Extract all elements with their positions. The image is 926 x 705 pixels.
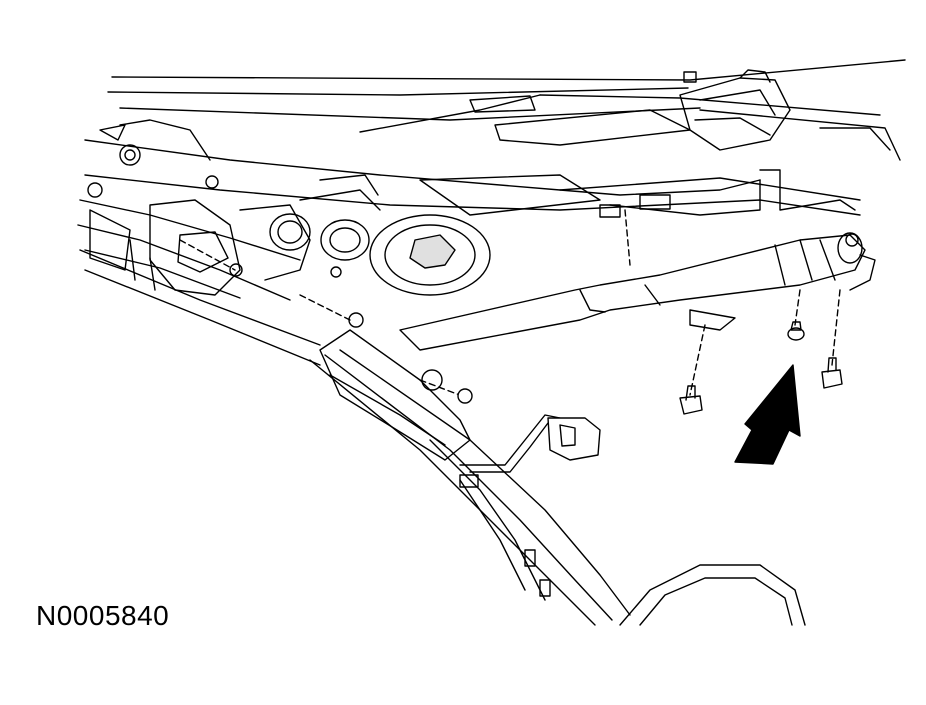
left-bracket-assembly <box>100 125 310 295</box>
arrow-indicator-icon <box>735 365 800 464</box>
bolt-lower-right <box>822 358 842 388</box>
bolt-lower-left <box>680 386 702 414</box>
upper-bracket-module <box>470 70 790 150</box>
clip-center <box>788 322 804 340</box>
side-rail-panel <box>78 120 860 300</box>
wiring-harness-connector <box>460 415 600 472</box>
steering-wheel-outline <box>620 565 805 625</box>
windshield-edge <box>310 350 630 625</box>
figure-id-label: N0005840 <box>36 600 170 631</box>
roof-rail-outline <box>108 60 905 160</box>
panel-openings <box>300 175 490 295</box>
curtain-airbag-module <box>400 233 875 350</box>
fastener-leaders <box>180 210 840 397</box>
lower-trim-lines <box>80 240 320 365</box>
